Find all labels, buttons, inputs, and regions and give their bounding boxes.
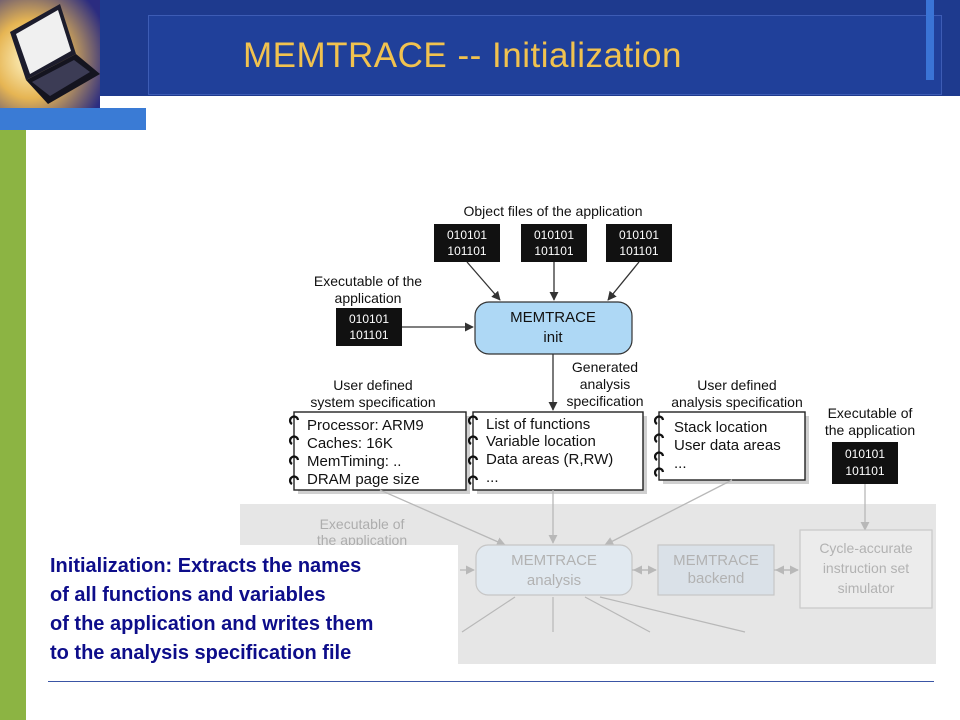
generated-spec-notepad: List of functions Variable location Data… — [468, 411, 647, 494]
header-accent-bar — [926, 0, 934, 80]
object-file-1-line1: 010101 — [447, 228, 487, 242]
simulator-box: Cycle-accurate instruction set simulator — [799, 529, 933, 609]
ana-spec-item-1: Stack location — [674, 419, 767, 436]
sys-spec-item-3: MemTiming: .. — [307, 453, 401, 470]
analysis-spec-notepad: Stack location User data areas ... — [654, 411, 809, 484]
object-files-label: Object files of the application — [464, 203, 643, 219]
callout-line-3: of the application and writes them — [50, 613, 374, 635]
faded-exec-line1: Executable of — [320, 516, 405, 532]
executable-binary-line1: 010101 — [349, 312, 389, 326]
left-green-bar — [0, 130, 26, 720]
footer-divider — [48, 681, 934, 682]
ana-spec-item-3: ... — [674, 455, 687, 472]
user-ana-line2: analysis specification — [671, 394, 803, 410]
laptop-image — [0, 0, 100, 108]
object-file-3-line2: 101101 — [619, 244, 658, 258]
callout-line-2: of all functions and variables — [50, 584, 326, 606]
memtrace-analysis-box: MEMTRACE analysis — [475, 544, 633, 596]
slide-header: MEMTRACE -- Initialization — [0, 0, 960, 112]
exec-right-binary-line1: 010101 — [845, 447, 885, 461]
object-file-1-line2: 101101 — [447, 244, 486, 258]
generated-line1: Generated — [572, 359, 638, 375]
executable-label-line2: application — [335, 290, 402, 306]
exec-right-line1: Executable of — [828, 405, 913, 421]
memtrace-init-line2: init — [543, 329, 563, 346]
memtrace-backend-line2: backend — [688, 570, 745, 587]
executable-binary: 010101 101101 — [336, 308, 402, 346]
user-sys-line2: system specification — [310, 394, 435, 410]
exec-right-binary-line2: 101101 — [845, 464, 884, 478]
corner-accent-block — [0, 108, 146, 130]
object-file-1: 010101 101101 — [434, 224, 500, 262]
sys-spec-item-4: DRAM page size — [307, 471, 420, 488]
generated-line3: specification — [566, 393, 643, 409]
system-spec-notepad: Processor: ARM9 Caches: 16K MemTiming: .… — [289, 411, 470, 494]
gen-spec-item-3: Data areas (R,RW) — [486, 451, 613, 468]
memtrace-init-line1: MEMTRACE — [510, 309, 596, 326]
simulator-line3: simulator — [838, 580, 895, 596]
callout-line-4: to the analysis specification file — [50, 642, 352, 664]
slide-title: MEMTRACE -- Initialization — [243, 36, 682, 75]
header-title-band — [148, 15, 942, 95]
memtrace-backend-line1: MEMTRACE — [673, 552, 759, 569]
gen-spec-item-4: ... — [486, 469, 499, 486]
exec-right-line2: the application — [825, 422, 915, 438]
object-file-2: 010101 101101 — [521, 224, 587, 262]
memtrace-analysis-line2: analysis — [527, 572, 581, 589]
faded-exec-line2: the application — [317, 532, 407, 548]
generated-line2: analysis — [580, 376, 631, 392]
object-file-2-line1: 010101 — [534, 228, 574, 242]
simulator-line1: Cycle-accurate — [819, 540, 913, 556]
ana-spec-item-2: User data areas — [674, 437, 781, 454]
callout-box: Initialization: Extracts the names of al… — [50, 545, 458, 665]
exec-right-binary: 010101 101101 — [832, 442, 898, 484]
object-file-3: 010101 101101 — [606, 224, 672, 262]
gen-spec-item-2: Variable location — [486, 433, 596, 450]
memtrace-analysis-line1: MEMTRACE — [511, 552, 597, 569]
gen-spec-item-1: List of functions — [486, 416, 590, 433]
object-file-2-line2: 101101 — [534, 244, 573, 258]
object-file-3-line1: 010101 — [619, 228, 659, 242]
user-ana-line1: User defined — [697, 377, 776, 393]
sys-spec-item-1: Processor: ARM9 — [307, 417, 424, 434]
user-sys-line1: User defined — [333, 377, 412, 393]
memtrace-init-box: MEMTRACE init — [474, 301, 633, 355]
sys-spec-item-2: Caches: 16K — [307, 435, 393, 452]
executable-label-line1: Executable of the — [314, 273, 422, 289]
executable-binary-line2: 101101 — [349, 328, 388, 342]
callout-line-1: Initialization: Extracts the names — [50, 555, 362, 577]
memtrace-backend-box: MEMTRACE backend — [657, 544, 775, 596]
simulator-line2: instruction set — [823, 560, 909, 576]
